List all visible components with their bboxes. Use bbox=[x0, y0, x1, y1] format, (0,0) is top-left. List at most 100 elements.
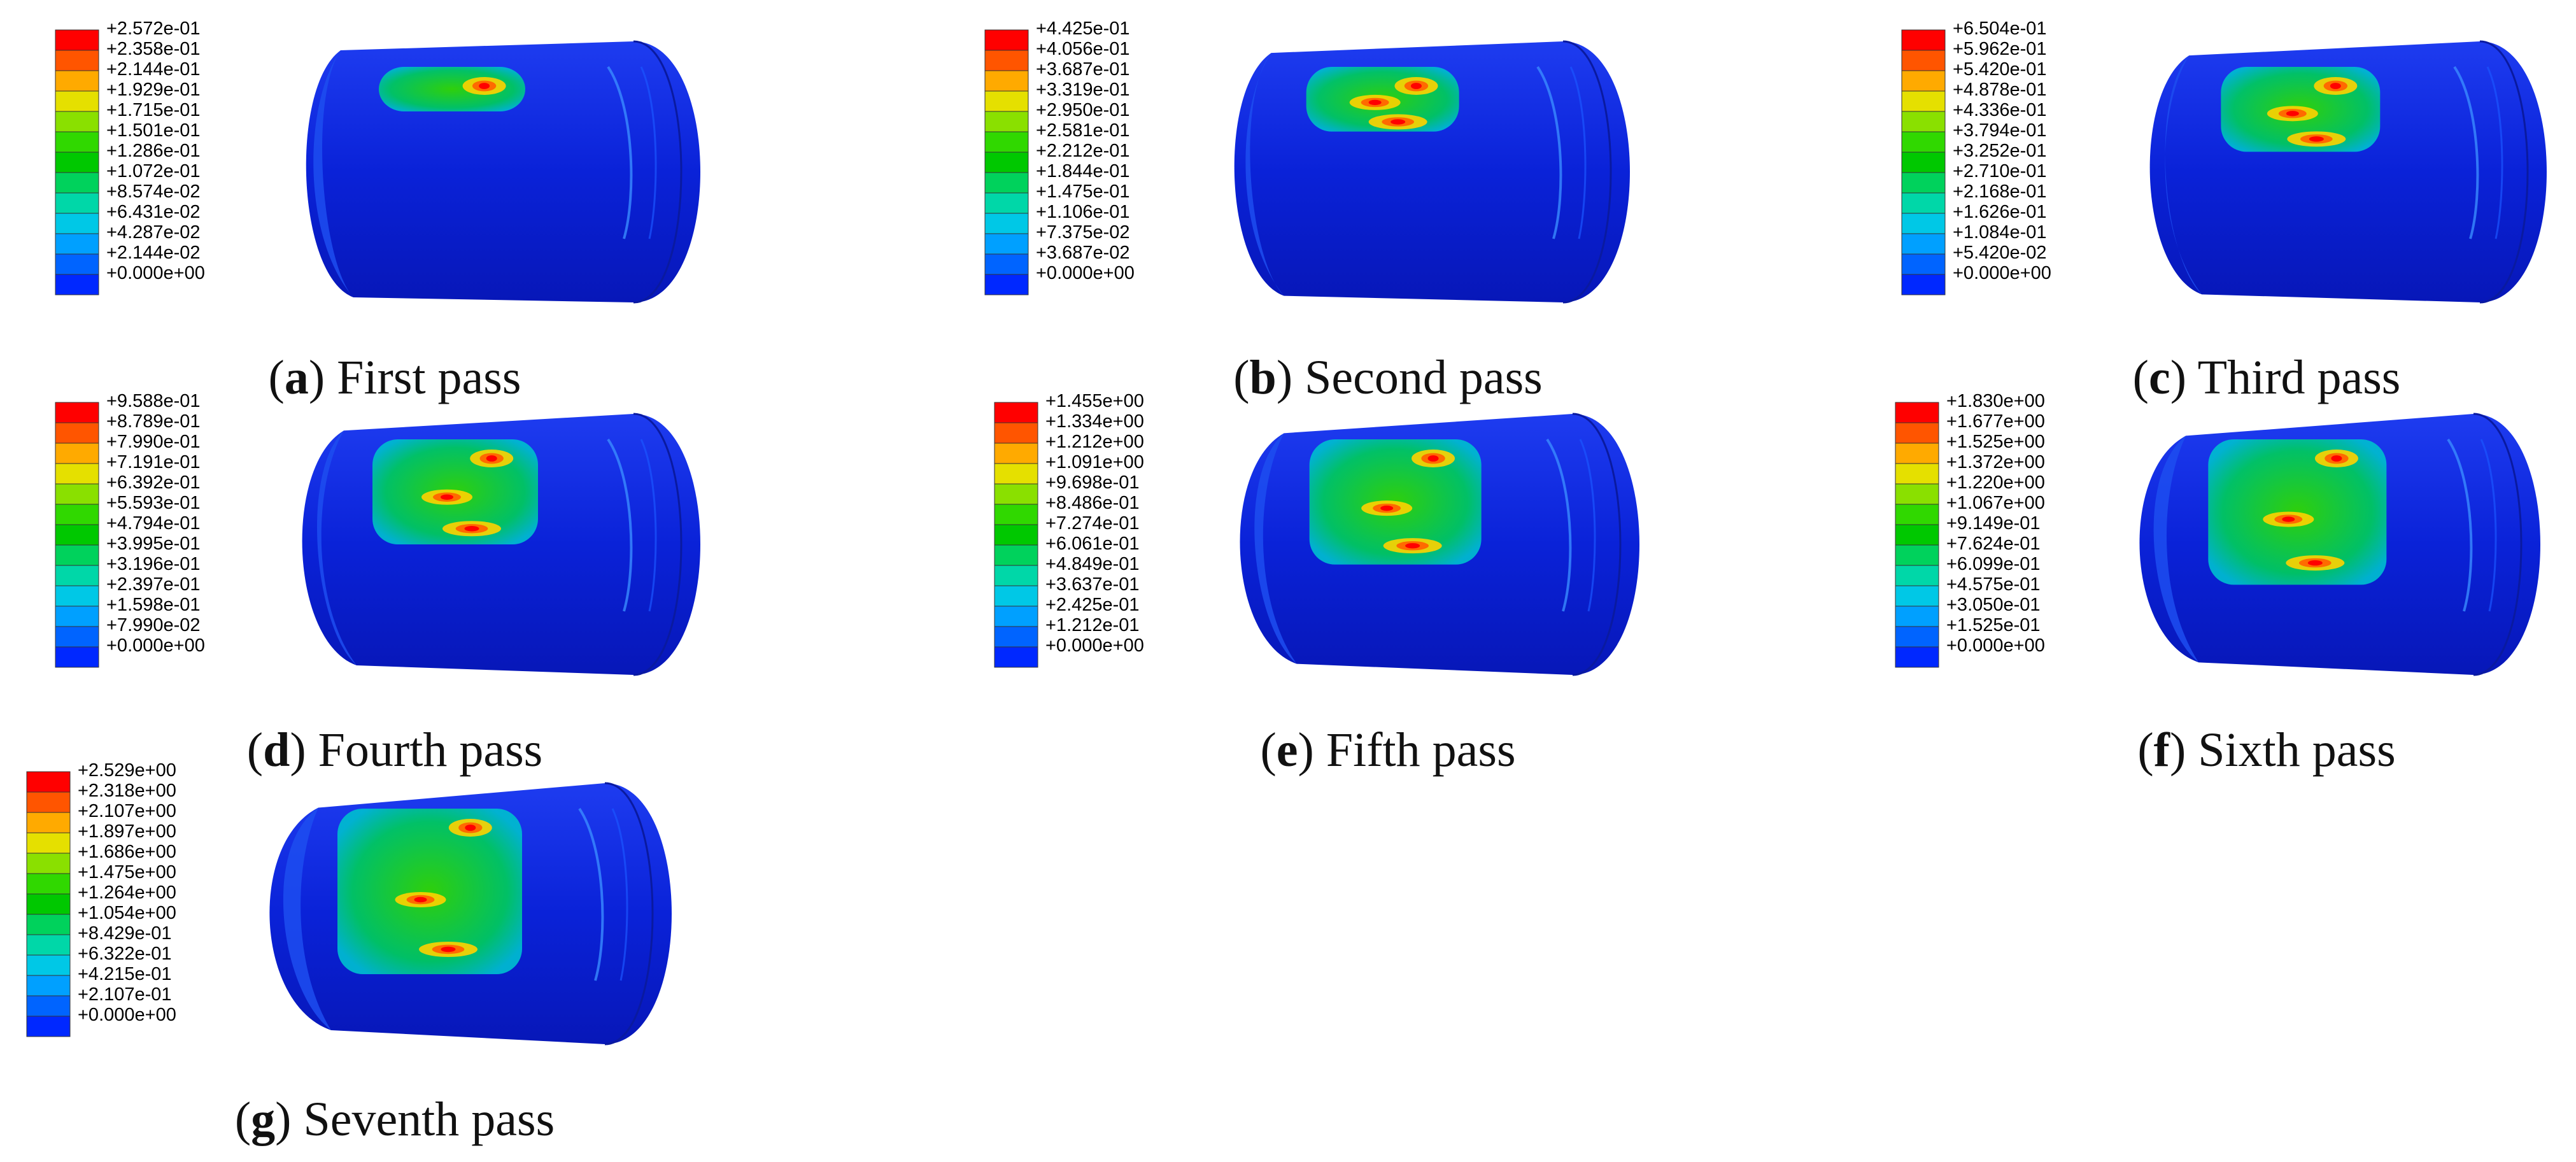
panel-caption-text: Third pass bbox=[2197, 351, 2401, 404]
figure-panel-f: +1.830e+00+1.677e+00+1.525e+00+1.372e+00… bbox=[1894, 392, 2576, 777]
deformed-tube-model bbox=[306, 40, 700, 304]
legend-value: +8.486e-01 bbox=[1045, 493, 1140, 513]
legend-value: +5.420e-01 bbox=[1953, 59, 2047, 80]
tube-end-rim bbox=[633, 413, 683, 676]
legend-swatch bbox=[1895, 402, 1939, 423]
legend-value: +2.397e-01 bbox=[106, 574, 201, 595]
contour-legend-bar bbox=[26, 771, 71, 1037]
legend-value: +4.336e-01 bbox=[1953, 100, 2047, 120]
legend-swatch bbox=[984, 111, 1029, 132]
legend-swatch bbox=[55, 646, 99, 668]
legend-value: +8.429e-01 bbox=[78, 923, 172, 944]
tube-opening bbox=[1245, 53, 1284, 296]
legend-swatch bbox=[994, 544, 1038, 566]
figure-panel-d: +9.588e-01+8.789e-01+7.990e-01+7.191e-01… bbox=[54, 392, 882, 777]
legend-value: +2.212e-01 bbox=[1036, 141, 1130, 161]
panel-caption-text: Fifth pass bbox=[1326, 723, 1516, 777]
legend-swatch bbox=[1901, 90, 1946, 112]
legend-value: +6.504e-01 bbox=[1953, 18, 2047, 39]
legend-value: +1.475e-01 bbox=[1036, 181, 1130, 202]
panel-caption-text: Second pass bbox=[1305, 351, 1543, 404]
legend-value: +1.844e-01 bbox=[1036, 161, 1130, 181]
legend-value: +3.995e-01 bbox=[106, 534, 201, 554]
legend-swatch bbox=[26, 853, 71, 874]
legend-value: +7.624e-01 bbox=[1946, 534, 2041, 554]
strain-hotspots bbox=[462, 77, 506, 95]
deformed-tube-model bbox=[2139, 413, 2540, 676]
legend-value: +1.264e+00 bbox=[78, 882, 176, 903]
legend-value: +2.710e-01 bbox=[1953, 161, 2047, 181]
legend-value: +1.830e+00 bbox=[1946, 391, 2045, 411]
legend-swatch bbox=[994, 646, 1038, 668]
legend-swatch bbox=[1895, 544, 1939, 566]
legend-value: +6.322e-01 bbox=[78, 944, 172, 964]
legend-value: +2.572e-01 bbox=[106, 18, 201, 39]
legend-value: +1.072e-01 bbox=[106, 161, 201, 181]
panel-letter: f bbox=[2153, 723, 2170, 777]
legend-swatch bbox=[984, 50, 1029, 71]
legend-value: +2.950e-01 bbox=[1036, 100, 1130, 120]
legend-value: +8.574e-02 bbox=[106, 181, 201, 202]
legend-value: +1.525e-01 bbox=[1946, 615, 2041, 635]
figure-panel-c: +6.504e-01+5.962e-01+5.420e-01+4.878e-01… bbox=[1900, 20, 2576, 404]
tube-opening bbox=[283, 807, 331, 1030]
figure-panel-e: +1.455e+00+1.334e+00+1.212e+00+1.091e+00… bbox=[993, 392, 1821, 777]
legend-value: +1.525e+00 bbox=[1946, 432, 2045, 452]
legend-value: +6.061e-01 bbox=[1045, 534, 1140, 554]
legend-swatch bbox=[55, 274, 99, 295]
figure-panel-a: +2.572e-01+2.358e-01+2.144e-01+1.929e-01… bbox=[54, 20, 882, 404]
contour-legend-bar bbox=[984, 29, 1029, 295]
strain-hotspots bbox=[1361, 450, 1455, 554]
legend-value: +0.000e+00 bbox=[1946, 635, 2045, 656]
legend-swatch bbox=[1895, 483, 1939, 505]
panel-letter: a bbox=[284, 351, 309, 404]
panel-caption-text: First pass bbox=[337, 351, 521, 404]
panel-letter: c bbox=[2148, 351, 2170, 404]
legend-value: +3.252e-01 bbox=[1953, 141, 2047, 161]
legend-value: +7.990e-01 bbox=[106, 432, 201, 452]
legend-swatch bbox=[26, 975, 71, 996]
legend-swatch bbox=[1895, 422, 1939, 444]
legend-value: +4.878e-01 bbox=[1953, 80, 2047, 100]
legend-value: +4.794e-01 bbox=[106, 513, 201, 534]
legend-swatch bbox=[1895, 443, 1939, 464]
deformed-tube-model bbox=[2149, 40, 2547, 304]
legend-value: +1.715e-01 bbox=[106, 100, 201, 120]
legend-swatch bbox=[984, 152, 1029, 173]
contour-legend-bar bbox=[1895, 402, 1939, 668]
legend-swatch bbox=[1901, 50, 1946, 71]
legend-swatch bbox=[55, 544, 99, 566]
panel-letter: b bbox=[1249, 351, 1277, 404]
legend-swatch bbox=[984, 192, 1029, 214]
legend-swatch bbox=[55, 50, 99, 71]
legend-value: +7.375e-02 bbox=[1036, 222, 1130, 243]
legend-swatch bbox=[55, 504, 99, 525]
legend-value: +1.501e-01 bbox=[106, 120, 201, 141]
legend-swatch bbox=[984, 131, 1029, 153]
legend-value: +4.575e-01 bbox=[1946, 574, 2041, 595]
legend-swatch bbox=[26, 791, 71, 813]
figure-panel-g: +2.529e+00+2.318e+00+2.107e+00+1.897e+00… bbox=[25, 762, 853, 1146]
legend-swatch bbox=[55, 29, 99, 51]
panel-letter: g bbox=[251, 1093, 276, 1146]
deformed-tube-model bbox=[302, 413, 701, 676]
legend-swatch bbox=[994, 606, 1038, 627]
legend-value: +4.215e-01 bbox=[78, 964, 172, 984]
legend-swatch bbox=[984, 213, 1029, 234]
legend-swatch bbox=[55, 483, 99, 505]
legend-value: +3.050e-01 bbox=[1946, 595, 2041, 615]
legend-swatch bbox=[994, 402, 1038, 423]
legend-value: +7.990e-02 bbox=[106, 615, 201, 635]
legend-value: +1.212e+00 bbox=[1045, 432, 1144, 452]
legend-swatch bbox=[984, 70, 1029, 92]
strain-hotspots bbox=[421, 450, 514, 537]
legend-swatch bbox=[1901, 111, 1946, 132]
legend-value: +4.425e-01 bbox=[1036, 18, 1130, 39]
legend-value: +4.287e-02 bbox=[106, 222, 201, 243]
legend-value: +1.212e-01 bbox=[1045, 615, 1140, 635]
strain-hotspots bbox=[395, 819, 492, 957]
panel-caption-text: Sixth pass bbox=[2198, 723, 2396, 777]
legend-swatch bbox=[1895, 565, 1939, 586]
legend-swatch bbox=[55, 606, 99, 627]
legend-swatch bbox=[994, 463, 1038, 485]
